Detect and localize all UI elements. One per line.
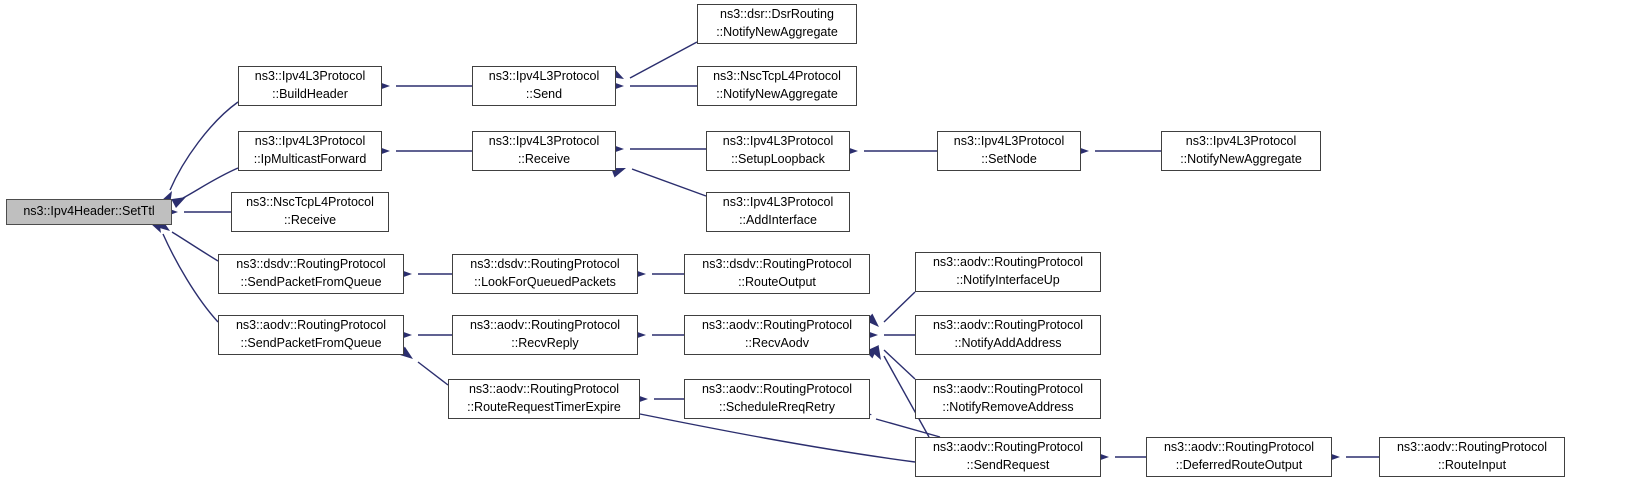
node-label-line2: ::NotifyAddAddress	[954, 336, 1062, 350]
node-setttl[interactable]: ns3::Ipv4Header::SetTtl	[6, 199, 172, 225]
node-label-line1: ns3::Ipv4Header::SetTtl	[23, 204, 155, 219]
node-buildheader[interactable]: ns3::Ipv4L3Protocol::BuildHeader	[238, 66, 382, 106]
node-label-line1: ns3::Ipv4L3Protocol	[722, 134, 834, 149]
node-aodv-routerequesttimerexpire[interactable]: ns3::aodv::RoutingProtocol::RouteRequest…	[448, 379, 640, 419]
node-label-line2: ::RouteOutput	[738, 275, 816, 289]
arrowhead-20	[398, 346, 413, 359]
node-label-line1: ns3::Ipv4L3Protocol	[953, 134, 1065, 149]
node-aodv-recvaodv[interactable]: ns3::aodv::RoutingProtocol::RecvAodv	[684, 315, 870, 355]
node-label-line2: ::Receive	[517, 152, 571, 166]
node-label-line2: ::SendPacketFromQueue	[240, 275, 382, 289]
node-aodv-sendpacketfromqueue[interactable]: ns3::aodv::RoutingProtocol::SendPacketFr…	[218, 315, 404, 355]
node-label-line2: ::Receive	[283, 213, 337, 227]
arrowhead-17	[865, 313, 879, 327]
node-label-line2: ::BuildHeader	[272, 87, 348, 101]
node-ipmulticastforward[interactable]: ns3::Ipv4L3Protocol::IpMulticastForward	[238, 131, 382, 171]
node-label-line1: ns3::aodv::RoutingProtocol	[701, 382, 853, 397]
node-label-line2: ::DeferredRouteOutput	[1175, 458, 1303, 472]
node-dsdv-sendpacketfromqueue[interactable]: ns3::dsdv::RoutingProtocol::SendPacketFr…	[218, 254, 404, 294]
node-ipv4-addinterface[interactable]: ns3::Ipv4L3Protocol::AddInterface	[706, 192, 850, 232]
node-label-line2: ::NotifyNewAggregate	[716, 25, 838, 39]
node-label-line1: ns3::aodv::RoutingProtocol	[469, 318, 621, 333]
edge-aodv-notifyinterfaceup-to-aodv-recvaodv	[883, 291, 916, 323]
node-label-line1: ns3::aodv::RoutingProtocol	[1163, 440, 1315, 455]
node-aodv-notifyaddaddress[interactable]: ns3::aodv::RoutingProtocol::NotifyAddAdd…	[915, 315, 1101, 355]
node-aodv-routeinput[interactable]: ns3::aodv::RoutingProtocol::RouteInput	[1379, 437, 1565, 477]
node-aodv-recvreply[interactable]: ns3::aodv::RoutingProtocol::RecvReply	[452, 315, 638, 355]
node-dsdv-lookforqueuedpackets[interactable]: ns3::dsdv::RoutingProtocol::LookForQueue…	[452, 254, 638, 294]
node-label-line1: ns3::aodv::RoutingProtocol	[468, 382, 620, 397]
node-label-line1: ns3::Ipv4L3Protocol	[722, 195, 834, 210]
edge-dsr-notifynewaggregate-to-ipv4-send	[629, 41, 698, 79]
node-label-line2: ::NotifyNewAggregate	[1180, 152, 1302, 166]
node-label-line2: ::SendPacketFromQueue	[240, 336, 382, 350]
edge-aodv-routerequesttimerexpire-to-aodv-sendpacketfromqueue	[417, 361, 449, 386]
arrowhead-23	[869, 345, 881, 360]
node-ipv4-receive[interactable]: ns3::Ipv4L3Protocol::Receive	[472, 131, 616, 171]
node-label-line1: ns3::aodv::RoutingProtocol	[932, 318, 1084, 333]
node-label-line2: ::LookForQueuedPackets	[474, 275, 616, 289]
node-label-line1: ns3::aodv::RoutingProtocol	[932, 440, 1084, 455]
node-label-line2: ::SendRequest	[966, 458, 1050, 472]
node-aodv-notifyremoveaddress[interactable]: ns3::aodv::RoutingProtocol::NotifyRemove…	[915, 379, 1101, 419]
node-label-line2: ::NotifyRemoveAddress	[942, 400, 1074, 414]
node-label-line1: ns3::aodv::RoutingProtocol	[1396, 440, 1548, 455]
node-ipv4-setnode[interactable]: ns3::Ipv4L3Protocol::SetNode	[937, 131, 1081, 171]
node-aodv-deferredrouteoutput[interactable]: ns3::aodv::RoutingProtocol::DeferredRout…	[1146, 437, 1332, 477]
node-label-line1: ns3::dsdv::RoutingProtocol	[470, 257, 620, 272]
edge-aodv-sendpacketfromqueue-to-setttl	[162, 233, 219, 323]
edge-aodv-notifyremoveaddress-to-aodv-recvaodv	[883, 349, 916, 380]
node-label-line2: ::RecvAodv	[745, 336, 809, 350]
node-label-line2: ::Send	[525, 87, 563, 101]
node-ipv4-notifynewaggregate[interactable]: ns3::Ipv4L3Protocol::NotifyNewAggregate	[1161, 131, 1321, 171]
node-label-line2: ::SetupLoopback	[731, 152, 825, 166]
node-label-line1: ns3::Ipv4L3Protocol	[254, 134, 366, 149]
edge-aodv-sendrequest-to-aodv-routerequesttimerexpire	[639, 413, 916, 463]
node-aodv-notifyinterfaceup[interactable]: ns3::aodv::RoutingProtocol::NotifyInterf…	[915, 252, 1101, 292]
node-label-line2: ::AddInterface	[739, 213, 817, 227]
node-nsctcp-notifynewaggregate[interactable]: ns3::NscTcpL4Protocol::NotifyNewAggregat…	[697, 66, 857, 106]
node-label-line1: ns3::dsdv::RoutingProtocol	[236, 257, 386, 272]
node-aodv-sendrequest[interactable]: ns3::aodv::RoutingProtocol::SendRequest	[915, 437, 1101, 477]
node-aodv-schedulerreqretry[interactable]: ns3::aodv::RoutingProtocol::ScheduleRreq…	[684, 379, 870, 419]
edge-ipmulticastforward-to-setttl	[182, 167, 239, 199]
node-label-line2: ::NotifyInterfaceUp	[956, 273, 1060, 287]
node-label-line2: ::IpMulticastForward	[253, 152, 367, 166]
node-label-line2: ::RouteInput	[1437, 458, 1507, 472]
node-label-line1: ns3::aodv::RoutingProtocol	[701, 318, 853, 333]
node-dsr-notifynewaggregate[interactable]: ns3::dsr::DsrRouting::NotifyNewAggregate	[697, 4, 857, 44]
edge-ipv4-addinterface-to-ipv4-receive	[631, 168, 707, 197]
node-label-line1: ns3::NscTcpL4Protocol	[246, 195, 374, 210]
arrowhead-1	[171, 197, 186, 208]
edge-buildheader-to-setttl	[169, 101, 239, 191]
node-ipv4-setuploopback[interactable]: ns3::Ipv4L3Protocol::SetupLoopback	[706, 131, 850, 171]
node-label-line1: ns3::Ipv4L3Protocol	[1185, 134, 1297, 149]
node-label-line1: ns3::NscTcpL4Protocol	[713, 69, 841, 84]
node-label-line2: ::SetNode	[981, 152, 1037, 166]
node-label-line2: ::ScheduleRreqRetry	[718, 400, 836, 414]
node-label-line1: ns3::aodv::RoutingProtocol	[932, 255, 1084, 270]
node-label-line1: ns3::Ipv4L3Protocol	[254, 69, 366, 84]
node-dsdv-routeoutput[interactable]: ns3::dsdv::RoutingProtocol::RouteOutput	[684, 254, 870, 294]
node-ipv4-send[interactable]: ns3::Ipv4L3Protocol::Send	[472, 66, 616, 106]
node-label-line2: ::NotifyNewAggregate	[716, 87, 838, 101]
node-label-line1: ns3::Ipv4L3Protocol	[488, 69, 600, 84]
node-label-line1: ns3::aodv::RoutingProtocol	[235, 318, 387, 333]
node-label-line2: ::RouteRequestTimerExpire	[467, 400, 621, 414]
node-label-line2: ::RecvReply	[511, 336, 579, 350]
node-label-line1: ns3::aodv::RoutingProtocol	[932, 382, 1084, 397]
edge-aodv-sendrequest-to-aodv-schedulerreqretry	[875, 418, 941, 438]
edge-dsdv-sendpacketfromqueue-to-setttl	[171, 231, 219, 262]
node-label-line1: ns3::dsdv::RoutingProtocol	[702, 257, 852, 272]
node-nsctcp-receive[interactable]: ns3::NscTcpL4Protocol::Receive	[231, 192, 389, 232]
node-label-line1: ns3::dsr::DsrRouting	[720, 7, 834, 22]
node-label-line1: ns3::Ipv4L3Protocol	[488, 134, 600, 149]
edge-aodv-sendrequest-to-aodv-recvaodv	[883, 355, 930, 438]
